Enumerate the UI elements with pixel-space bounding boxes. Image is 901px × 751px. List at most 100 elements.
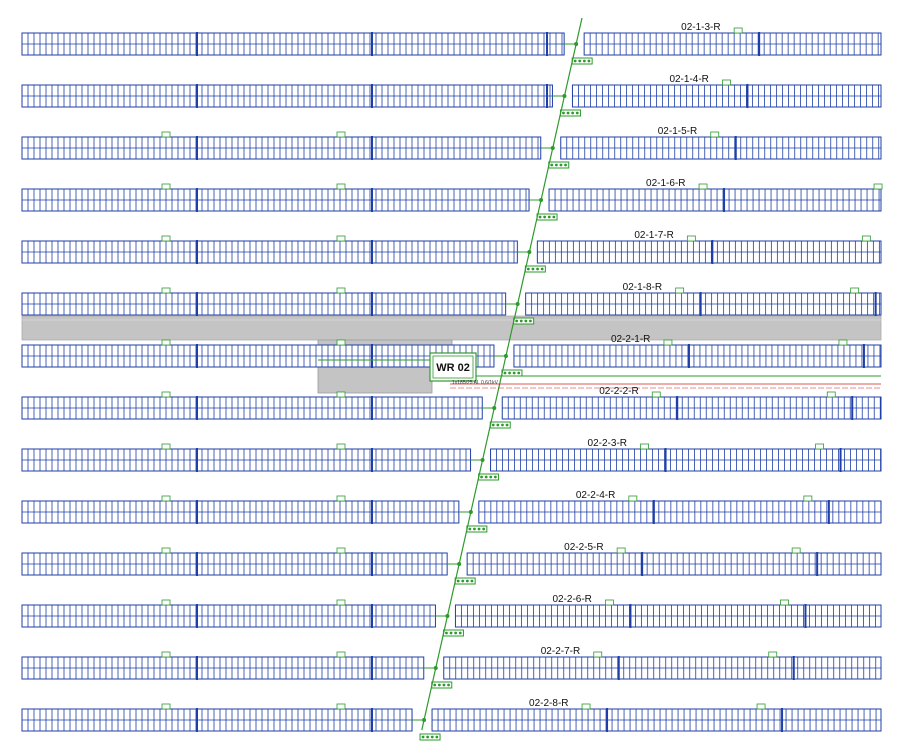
module-row <box>21 287 882 316</box>
row-label: 02-1-7-R <box>634 230 673 241</box>
combiner-terminal <box>458 631 462 635</box>
combiner-terminal <box>529 319 532 323</box>
combiner-terminal <box>465 579 469 583</box>
combiner-marker <box>336 131 346 138</box>
combiner-terminal <box>531 267 535 271</box>
module-cells <box>554 189 880 211</box>
combiner-marker <box>161 131 171 138</box>
combiner-terminal <box>587 59 591 63</box>
combiner-marker <box>161 183 171 190</box>
combiner-terminal <box>447 683 450 687</box>
combiner-terminal <box>526 267 530 271</box>
module-cells <box>449 657 877 679</box>
combiner-marker <box>663 339 673 346</box>
module-row <box>21 339 882 368</box>
combiner-terminal <box>536 267 539 271</box>
combiner-marker <box>733 27 743 34</box>
combiner-marker <box>686 235 696 242</box>
combiner-terminal <box>578 59 582 63</box>
module-row <box>21 235 882 264</box>
combiner-terminal <box>473 527 476 531</box>
module-row <box>21 27 882 56</box>
row-label: 02-1-6-R <box>646 178 685 189</box>
combiner-terminal <box>477 527 481 531</box>
combiner-terminal <box>461 579 465 583</box>
combiner-marker <box>581 703 591 710</box>
combiner-marker <box>161 651 171 658</box>
combiner-terminal <box>468 527 472 531</box>
combiner-terminal <box>575 111 579 115</box>
module-row <box>21 79 882 108</box>
module-cells <box>542 241 880 263</box>
combiner-marker <box>698 183 708 190</box>
row-label: 02-2-8-R <box>529 698 568 709</box>
combiner-terminal <box>493 475 497 479</box>
combiner-marker <box>336 547 346 554</box>
inverter-wr02[interactable]: WR 02 <box>429 352 477 382</box>
combiner-marker <box>838 339 848 346</box>
combiner-terminal <box>550 163 554 167</box>
combiner-terminal <box>517 371 521 375</box>
combiner-marker <box>336 495 346 502</box>
combiner-terminal <box>508 371 511 375</box>
module-cells <box>27 501 455 523</box>
combiner-marker <box>161 495 171 502</box>
row-label: 02-1-4-R <box>669 74 708 85</box>
module-cells <box>472 553 876 575</box>
module-cells <box>589 33 879 55</box>
row-label: 02-2-3-R <box>588 438 627 449</box>
combiner-marker <box>161 235 171 242</box>
combiner-terminal <box>566 111 570 115</box>
combiner-marker <box>605 599 614 606</box>
combiner-terminal <box>480 475 483 479</box>
combiner-terminal <box>519 319 523 323</box>
combiner-marker <box>791 547 801 554</box>
combiner-marker <box>336 339 346 346</box>
module-row <box>21 599 882 628</box>
combiner-terminal <box>547 215 551 219</box>
combiner-marker <box>161 547 171 554</box>
combiner-terminal <box>470 579 474 583</box>
module-cells <box>461 605 876 627</box>
string-combiner-box <box>419 733 441 741</box>
module-row <box>21 547 882 576</box>
module-row <box>21 183 883 212</box>
row-label: 02-2-4-R <box>576 490 615 501</box>
combiner-terminal <box>491 423 495 427</box>
combiner-terminal <box>489 475 493 479</box>
combiner-terminal <box>538 215 542 219</box>
access-road <box>21 315 882 341</box>
trunk-cable <box>421 17 583 731</box>
row-label: 02-1-8-R <box>623 282 662 293</box>
combiner-marker <box>336 391 346 398</box>
combiner-marker <box>161 391 171 398</box>
combiner-marker <box>336 235 346 242</box>
combiner-terminal <box>554 163 558 167</box>
combiner-terminal <box>503 371 507 375</box>
row-label: 02-2-1-R <box>611 334 650 345</box>
combiner-marker <box>675 287 685 294</box>
module-cells <box>484 501 882 523</box>
combiner-terminal <box>505 423 509 427</box>
module-cells <box>27 553 443 575</box>
inverter-label: WR 02 <box>436 362 470 374</box>
row-label: 02-2-6-R <box>552 594 591 605</box>
combiner-terminal <box>573 59 577 63</box>
module-row <box>21 703 882 732</box>
module-cells <box>27 241 515 263</box>
combiner-terminal <box>430 735 434 739</box>
module-row <box>21 131 882 160</box>
combiner-marker <box>336 703 346 710</box>
module-cells <box>27 397 479 419</box>
combiner-marker <box>336 287 346 294</box>
combiner-terminal <box>442 683 446 687</box>
combiner-terminal <box>496 423 500 427</box>
combiner-marker <box>768 651 778 658</box>
module-cells <box>27 449 467 471</box>
row-label: 02-1-3-R <box>681 22 720 33</box>
module-row <box>21 495 882 524</box>
combiner-marker <box>336 599 346 606</box>
cable-label: 1x185/25 AL 0,6/1kV <box>452 380 499 386</box>
combiner-terminal <box>571 111 575 115</box>
combiner-terminal <box>426 735 430 739</box>
